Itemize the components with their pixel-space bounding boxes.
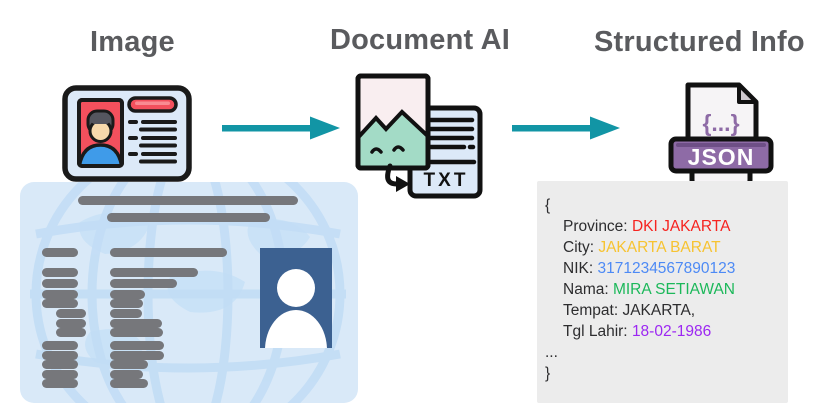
redacted-text-bar — [42, 290, 78, 299]
flow-arrow-icon — [512, 116, 620, 140]
json-field-nik: NIK: 3171234567890123 — [545, 258, 788, 279]
field-label: NIK: — [563, 260, 594, 277]
json-field-tgl-lahir: Tgl Lahir: 18-02-1986 — [545, 321, 788, 342]
field-value: JAKARTA BARAT — [598, 239, 721, 256]
redacted-text-bar — [56, 328, 86, 337]
redacted-text-bar — [42, 370, 78, 379]
redacted-text-bar — [42, 341, 78, 350]
redacted-text-bar — [110, 360, 148, 369]
redacted-text-bar — [110, 319, 162, 328]
field-label: Tempat: — [563, 302, 619, 319]
field-value: DKI JAKARTA — [631, 218, 731, 235]
id-card-bars — [20, 182, 358, 403]
redacted-text-bar — [110, 248, 227, 257]
redacted-text-bar — [110, 328, 163, 337]
person-silhouette-icon — [265, 269, 327, 348]
redacted-text-bar — [110, 370, 143, 379]
json-format-label: JSON — [688, 144, 755, 170]
txt-label: TXT — [424, 170, 469, 191]
json-field-nama: Nama: MIRA SETIAWAN — [545, 279, 788, 300]
stage-title-document-ai: Document AI — [330, 24, 510, 56]
field-value: JAKARTA, — [622, 302, 696, 319]
field-label: Province: — [563, 218, 628, 235]
json-braces-glyph: {...} — [702, 110, 739, 136]
field-value: MIRA SETIAWAN — [612, 281, 735, 298]
redacted-text-bar — [110, 268, 198, 277]
field-label: Nama: — [563, 281, 609, 298]
json-file-icon: {...} JSON — [668, 82, 774, 193]
redacted-text-bar — [56, 309, 86, 318]
redacted-text-bar — [56, 319, 86, 328]
redacted-text-bar — [42, 299, 78, 308]
json-close-brace: } — [545, 365, 551, 382]
json-ellipsis: ... — [545, 344, 558, 361]
field-label: City: — [563, 239, 594, 256]
redacted-text-bar — [107, 213, 270, 222]
id-card-icon — [62, 85, 192, 182]
redacted-text-bar — [42, 360, 78, 369]
structured-output-panel: { Province: DKI JAKARTA City: JAKARTA BA… — [537, 181, 788, 403]
redacted-text-bar — [110, 341, 164, 350]
redacted-text-bar — [42, 351, 78, 360]
stage-title-structured-info: Structured Info — [594, 26, 805, 58]
redacted-text-bar — [42, 268, 78, 277]
redacted-text-bar — [78, 196, 298, 205]
stage-title-image: Image — [90, 26, 175, 58]
field-value: 3171234567890123 — [597, 260, 736, 277]
field-label: Tgl Lahir: — [563, 323, 628, 340]
json-field-tempat: Tempat: JAKARTA, — [545, 300, 788, 321]
redacted-text-bar — [110, 290, 145, 299]
flow-arrow-icon — [222, 116, 340, 140]
image-to-text-icon: TXT — [355, 73, 483, 199]
redacted-text-bar — [110, 351, 164, 360]
json-open-brace: { — [545, 197, 551, 214]
redacted-text-bar — [42, 248, 78, 257]
json-field-province: Province: DKI JAKARTA — [545, 216, 788, 237]
field-value: 18-02-1986 — [631, 323, 712, 340]
redacted-text-bar — [110, 299, 143, 308]
redacted-text-bar — [42, 279, 78, 288]
photo-placeholder — [260, 248, 332, 348]
json-field-city: City: JAKARTA BARAT — [545, 237, 788, 258]
redacted-text-bar — [42, 379, 78, 388]
id-card-template-image — [20, 182, 358, 403]
redacted-text-bar — [110, 309, 142, 318]
redacted-text-bar — [110, 379, 148, 388]
redacted-text-bar — [110, 279, 177, 288]
